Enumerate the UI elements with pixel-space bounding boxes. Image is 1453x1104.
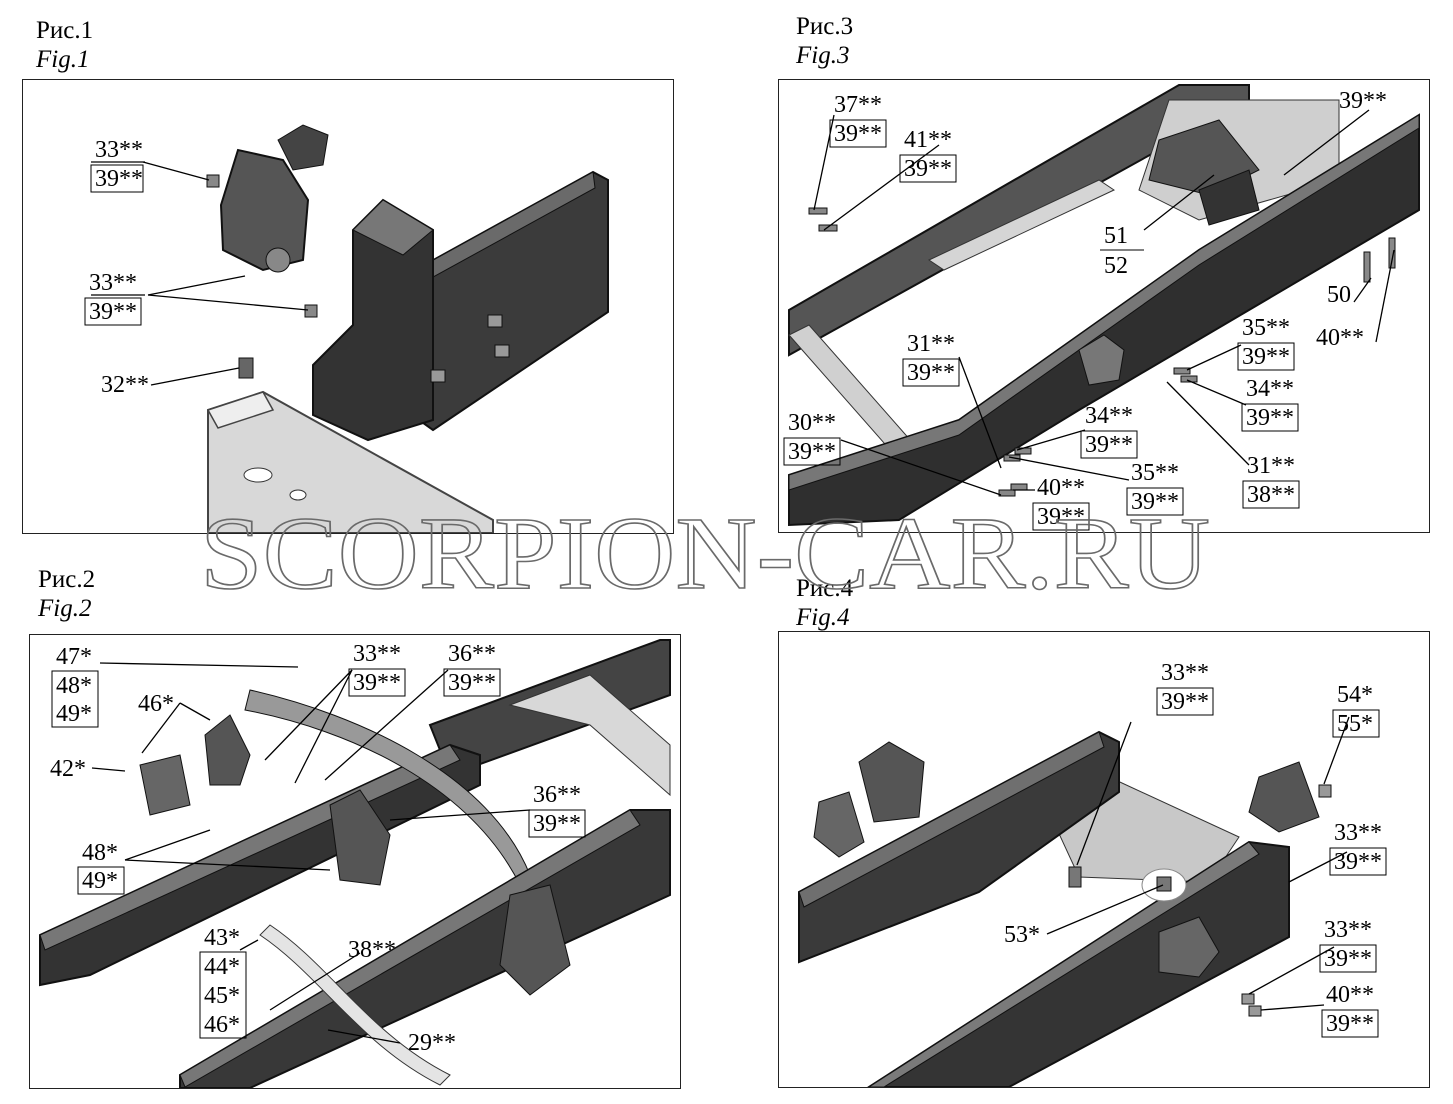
fig3-label-7a: 35**: [1242, 315, 1290, 341]
fig3-label-5: 50: [1327, 282, 1351, 308]
fig3-label-11a: 35**: [1131, 460, 1179, 486]
fig2-label-3: 42*: [50, 756, 86, 782]
fig4-panel: 33** 39** 54* 55* 33** 39** 53* 33** 39*…: [778, 631, 1430, 1088]
fig1-label-2b: 39**: [89, 299, 137, 325]
fig4-caption-ru: Рис.4: [796, 575, 854, 602]
fig2-label-5a: 36**: [448, 641, 496, 667]
fig4-drawing: 33** 39** 54* 55* 33** 39** 53* 33** 39*…: [798, 660, 1387, 1087]
fig3-label-11b: 39**: [1131, 489, 1179, 515]
fig3-label-12b: 39**: [788, 439, 836, 465]
fig1-caption: Рис.1 Fig.1: [36, 16, 93, 74]
fig3-caption-en: Fig.3: [796, 42, 850, 69]
fig2-label-8d: 46*: [204, 1012, 240, 1038]
fig3-label-14a: 31**: [1247, 453, 1295, 479]
fig3-label-10a: 34**: [1085, 403, 1133, 429]
watermark: SCORPION-CAR.RU: [195, 495, 1215, 612]
fig4-caption: Рис.4 Fig.4: [796, 574, 853, 632]
fig1-label-1a: 33**: [95, 137, 143, 163]
fig3-label-9a: 31**: [907, 331, 955, 357]
fig1-label-2a: 33**: [89, 270, 137, 296]
fig4-label-1a: 33**: [1161, 660, 1209, 686]
fig2-label-6a: 36**: [533, 782, 581, 808]
fig3-label-14b: 38**: [1247, 482, 1295, 508]
fig2-label-6b: 39**: [533, 811, 581, 837]
fig3-label-4a: 51: [1104, 223, 1128, 249]
fig2-label-10: 29**: [408, 1030, 456, 1056]
fig3-label-8a: 34**: [1246, 376, 1294, 402]
fig2-label-4a: 33**: [353, 641, 401, 667]
fig2-label-1a: 47*: [56, 644, 92, 670]
fig3-caption-ru: Рис.3: [796, 13, 854, 40]
fig2-caption: Рис.2 Fig.2: [38, 565, 95, 623]
fig3-label-3: 39**: [1339, 88, 1387, 114]
fig2-drawing: 47* 48* 49* 46* 42* 33** 39** 36** 39** …: [39, 639, 671, 1088]
fig4-label-2b: 55*: [1337, 711, 1373, 737]
fig3-label-2b: 39**: [904, 156, 952, 182]
fig3-label-10b: 39**: [1085, 432, 1133, 458]
fig3-label-1b: 39**: [834, 121, 882, 147]
fig3-caption: Рис.3 Fig.3: [796, 12, 853, 70]
fig2-caption-en: Fig.2: [38, 595, 92, 622]
fig3-drawing: 37** 39** 41** 39** 39** 51 52 50 40** 3…: [783, 84, 1420, 531]
fig3-label-2a: 41**: [904, 127, 952, 153]
fig4-label-3a: 33**: [1334, 820, 1382, 846]
fig3-label-6: 40**: [1316, 325, 1364, 351]
fig2-label-4b: 39**: [353, 670, 401, 696]
fig2-label-8c: 45*: [204, 983, 240, 1009]
fig3-label-4b: 52: [1104, 253, 1128, 279]
fig1-caption-ru: Рис.1: [36, 17, 94, 44]
fig2-caption-ru: Рис.2: [38, 566, 96, 593]
fig2-panel: 47* 48* 49* 46* 42* 33** 39** 36** 39** …: [29, 634, 681, 1089]
fig4-label-1b: 39**: [1161, 689, 1209, 715]
fig4-label-2a: 54*: [1337, 682, 1373, 708]
fig4-label-5b: 39**: [1324, 946, 1372, 972]
fig3-label-13a: 40**: [1037, 475, 1085, 501]
fig2-label-2: 46*: [138, 691, 174, 717]
fig3-label-7b: 39**: [1242, 344, 1290, 370]
fig2-label-8a: 43*: [204, 925, 240, 951]
fig1-caption-en: Fig.1: [36, 46, 90, 73]
fig1-label-3: 32**: [101, 372, 149, 398]
watermark-text: SCORPION-CAR.RU: [200, 500, 1210, 600]
fig2-label-1b: 48*: [56, 673, 92, 699]
fig3-label-9b: 39**: [907, 360, 955, 386]
fig4-label-5a: 33**: [1324, 917, 1372, 943]
fig2-label-9: 38**: [348, 937, 396, 963]
fig2-label-5b: 39**: [448, 670, 496, 696]
fig4-label-6b: 39**: [1326, 1011, 1374, 1037]
fig3-label-8b: 39**: [1246, 405, 1294, 431]
fig2-label-1c: 49*: [56, 701, 92, 727]
fig1-label-1b: 39**: [95, 166, 143, 192]
fig2-label-7a: 48*: [82, 840, 118, 866]
fig4-caption-en: Fig.4: [796, 604, 850, 631]
fig1-drawing: 33** 39** 33** 39** 32**: [84, 124, 609, 533]
fig3-panel: 37** 39** 41** 39** 39** 51 52 50 40** 3…: [778, 79, 1430, 533]
fig4-label-4: 53*: [1004, 922, 1040, 948]
fig1-panel: 33** 39** 33** 39** 32**: [22, 79, 674, 534]
fig2-label-7b: 49*: [82, 868, 118, 894]
fig4-label-3b: 39**: [1334, 849, 1382, 875]
fig3-label-13b: 39**: [1037, 504, 1085, 530]
fig3-label-1a: 37**: [834, 92, 882, 118]
fig4-label-6a: 40**: [1326, 982, 1374, 1008]
fig2-label-8b: 44*: [204, 954, 240, 980]
fig3-label-12a: 30**: [788, 410, 836, 436]
